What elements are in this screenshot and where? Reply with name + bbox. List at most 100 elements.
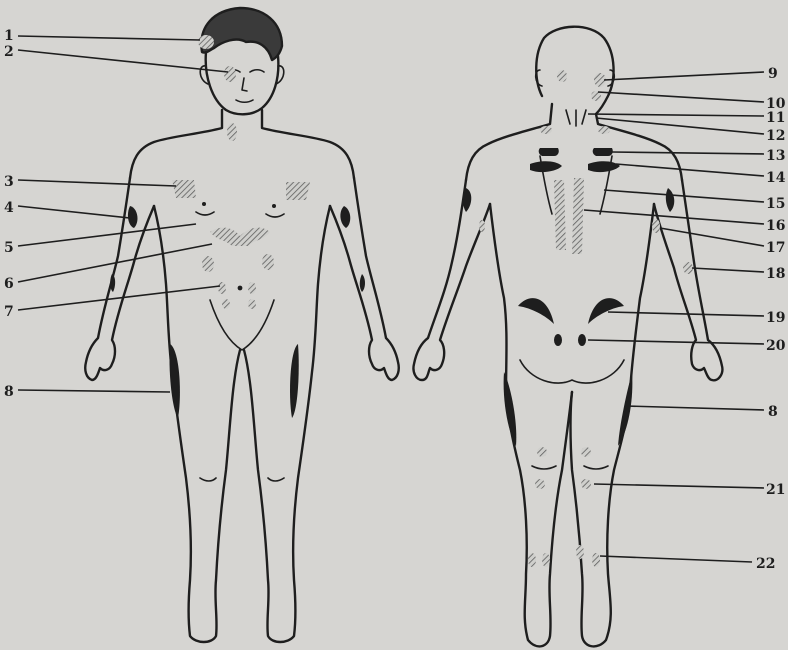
back-mark-buttock-right <box>578 334 586 346</box>
front-knees <box>200 478 284 481</box>
front-head <box>206 52 279 114</box>
label-17: 17 <box>766 240 785 256</box>
front-mark-thigh-left <box>169 344 179 418</box>
front-left-leg <box>154 206 240 642</box>
back-neck-lines <box>566 110 586 126</box>
leader-lines <box>18 36 764 562</box>
front-mark-upper-arm-left <box>128 206 138 228</box>
front-nipple-left <box>202 202 206 206</box>
front-hair <box>201 8 282 60</box>
label-6: 6 <box>4 276 14 292</box>
leader-8-back <box>626 406 764 410</box>
front-mark-upper-abdomen <box>210 228 270 246</box>
back-mark-hip-left <box>518 298 554 324</box>
label-14: 14 <box>766 170 786 186</box>
leader-9 <box>604 72 764 80</box>
front-navel <box>238 286 243 291</box>
back-mark-calf-left-a <box>528 553 536 567</box>
back-mark-shoulder-left-upper <box>539 148 559 156</box>
label-11: 11 <box>766 110 785 126</box>
back-mark-shoulder-right-upper <box>593 148 613 156</box>
leader-13 <box>612 152 764 154</box>
back-mark-spine-left <box>554 180 566 250</box>
label-18: 18 <box>766 266 785 282</box>
label-7: 7 <box>4 304 14 320</box>
label-20: 20 <box>766 338 786 354</box>
leader-21 <box>594 484 764 488</box>
back-mark-thigh-left <box>504 372 517 446</box>
front-mark-chest-right <box>286 182 310 200</box>
back-mark-spine-right <box>572 178 584 254</box>
front-mark-chest-left <box>172 180 196 198</box>
label-12: 12 <box>766 128 785 144</box>
back-mark-forearm-left <box>479 220 485 232</box>
back-mark-buttock-left <box>554 334 562 346</box>
label-21: 21 <box>766 482 785 498</box>
front-left-arm <box>85 178 154 380</box>
front-mark-thigh-right <box>290 344 299 418</box>
back-right-arm <box>654 180 722 380</box>
back-mark-scalp-left <box>557 70 567 82</box>
back-mark-knee-left-upper <box>537 447 547 457</box>
back-mark-elbow-right <box>652 219 660 233</box>
label-3: 3 <box>4 174 14 190</box>
front-mark-lower-abdomen-d <box>248 299 256 309</box>
back-mark-hip-right <box>588 298 624 324</box>
front-figure <box>85 8 399 642</box>
back-mark-nape-left <box>540 126 552 134</box>
back-mark-shoulder-right-lower <box>588 161 620 172</box>
back-mark-knee-left-lower <box>535 479 545 489</box>
back-mark-calf-right-a <box>576 545 584 559</box>
front-mark-neck <box>227 123 237 141</box>
leader-17 <box>660 228 764 246</box>
front-mark-lower-abdomen-c <box>222 299 230 309</box>
label-1: 1 <box>4 28 14 44</box>
back-figure <box>413 27 722 647</box>
back-mark-knee-right-lower <box>581 479 591 489</box>
front-mark-abdomen-right <box>262 254 274 270</box>
leader-16 <box>584 210 764 224</box>
front-nose-mouth <box>236 78 253 102</box>
back-mark-calf-left-b <box>542 553 550 567</box>
leader-3 <box>18 180 176 186</box>
front-groin <box>210 300 274 350</box>
leader-7 <box>18 286 220 310</box>
back-mark-calf-right-b <box>592 553 600 567</box>
back-mark-thigh-right <box>618 372 632 446</box>
back-head <box>536 27 613 114</box>
back-mark-forearm-right <box>683 262 693 274</box>
front-mark-forearm-right <box>360 274 365 292</box>
front-mark-abdomen-left <box>202 256 214 272</box>
label-19: 19 <box>766 310 785 326</box>
front-mark-upper-arm-right <box>340 206 350 228</box>
label-8-front: 8 <box>4 384 14 400</box>
leader-6 <box>18 244 212 282</box>
leader-14 <box>616 164 764 176</box>
label-13: 13 <box>766 148 785 164</box>
label-9: 9 <box>768 66 778 82</box>
label-2: 2 <box>4 44 14 60</box>
leader-8-front <box>18 390 170 392</box>
label-5: 5 <box>4 240 14 256</box>
leader-19 <box>608 312 764 316</box>
label-22: 22 <box>756 556 775 572</box>
front-mark-forearm-left <box>110 274 115 292</box>
leader-5 <box>18 224 196 246</box>
back-mark-knee-right-upper <box>581 447 591 457</box>
back-left-arm <box>413 180 490 380</box>
leader-20 <box>588 340 764 344</box>
leader-4 <box>18 206 130 218</box>
back-mark-upper-arm-right <box>666 188 674 212</box>
front-nipple-right <box>272 204 276 208</box>
leader-22 <box>600 556 752 562</box>
label-16: 16 <box>766 218 785 234</box>
back-mark-shoulder-left-lower <box>530 161 562 172</box>
front-mark-lower-abdomen-b <box>248 282 256 294</box>
front-mark-scalp <box>198 35 214 49</box>
label-15: 15 <box>766 196 785 212</box>
front-chest-lines <box>196 212 284 217</box>
leader-18 <box>692 268 764 272</box>
leader-10 <box>598 92 764 102</box>
label-4: 4 <box>4 200 14 216</box>
